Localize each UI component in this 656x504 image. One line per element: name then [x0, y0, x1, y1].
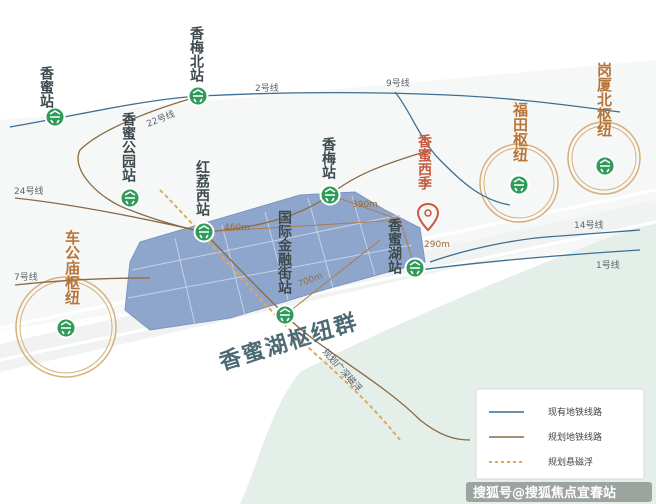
line-1-label: 1号线 — [596, 259, 620, 271]
metro-icon — [187, 85, 209, 107]
station-label-xiangmei: 香梅站 — [320, 136, 337, 180]
hub-chegongmiao[interactable]: 车公庙枢纽 — [55, 229, 82, 339]
metro-icon — [594, 155, 616, 177]
station-xiangmihu[interactable]: 香蜜湖站 — [386, 217, 426, 279]
metro-icon — [274, 304, 296, 326]
line-xiangmei-north — [329, 149, 431, 196]
distance-label-honglixi: 460m — [224, 223, 250, 233]
hub-gangxia-north[interactable]: 岗厦北枢纽 — [594, 61, 616, 177]
gangxia-north-hub-ring — [567, 121, 641, 195]
hub-label-chegongmiao: 车公庙枢纽 — [63, 229, 81, 305]
legend-planned: 规划地铁线路 — [548, 431, 602, 443]
hub-futian[interactable]: 福田枢纽 — [508, 101, 530, 196]
project-marker[interactable]: 香蜜西季 — [416, 133, 440, 232]
metro-icon — [55, 317, 77, 339]
station-ifc[interactable]: 国际金融街站 — [274, 210, 296, 326]
line-14-label: 14号线 — [574, 219, 603, 231]
station-label-honglixi: 红荔西站 — [194, 159, 211, 217]
line-14 — [429, 229, 641, 263]
watermark-text: 搜狐号@搜狐焦点宜春站 — [473, 485, 616, 501]
station-label-xiangmei-north: 香梅北站 — [188, 25, 205, 83]
station-xiangmei[interactable]: 香梅站 — [319, 136, 341, 206]
line-22 — [77, 95, 205, 233]
metro-icon — [193, 221, 215, 243]
hub-label-futian: 福田枢纽 — [511, 101, 529, 162]
line-2 — [9, 92, 621, 128]
station-xiangmi[interactable]: 香蜜站 — [38, 65, 66, 128]
station-label-xiangmihu: 香蜜湖站 — [386, 217, 403, 275]
line-24-label: 24号线 — [14, 185, 43, 197]
line-honglixi-ifc — [203, 231, 286, 316]
metro-icon — [44, 106, 66, 128]
existing-lines — [9, 91, 641, 271]
project-label: 香蜜西季 — [416, 133, 433, 191]
distance-label-xiangmihu: 290m — [424, 240, 450, 250]
futian-hub-ring — [479, 143, 559, 223]
legend: 现有地铁线路 规划地铁线路 规划悬磁浮 — [475, 388, 645, 480]
legend-maglev: 规划悬磁浮 — [548, 456, 593, 468]
distance-lines — [203, 194, 416, 316]
line-9 — [394, 91, 511, 206]
distance-label-xiangmei: 390m — [352, 200, 378, 210]
location-pin-icon — [416, 202, 440, 232]
line-7 — [14, 277, 151, 286]
station-xiangmi-park[interactable]: 香蜜公园站 — [119, 111, 141, 209]
station-label-xiangmi-park: 香蜜公园站 — [120, 111, 137, 183]
station-honglixi[interactable]: 红荔西站 — [193, 159, 215, 243]
metro-icon — [508, 174, 530, 196]
station-xiangmei-north[interactable]: 香梅北站 — [187, 25, 209, 107]
station-label-xiangmi: 香蜜站 — [38, 65, 55, 109]
line-7-label: 7号线 — [14, 271, 38, 283]
legend-existing: 现有地铁线路 — [548, 406, 602, 418]
line-2-label: 2号线 — [255, 82, 279, 94]
metro-icon — [404, 257, 426, 279]
planned-lines — [14, 95, 471, 441]
line-ifc-south — [284, 314, 471, 441]
hub-label-gangxia-north: 岗厦北枢纽 — [595, 61, 613, 137]
station-label-ifc: 国际金融街站 — [276, 210, 293, 295]
maglev-line — [159, 189, 401, 441]
metro-icon — [119, 187, 141, 209]
metro-icon — [319, 184, 341, 206]
watermark: 搜狐号@搜狐焦点宜春站 — [466, 482, 652, 502]
line-1 — [419, 249, 641, 271]
line-9-label: 9号线 — [386, 77, 410, 89]
